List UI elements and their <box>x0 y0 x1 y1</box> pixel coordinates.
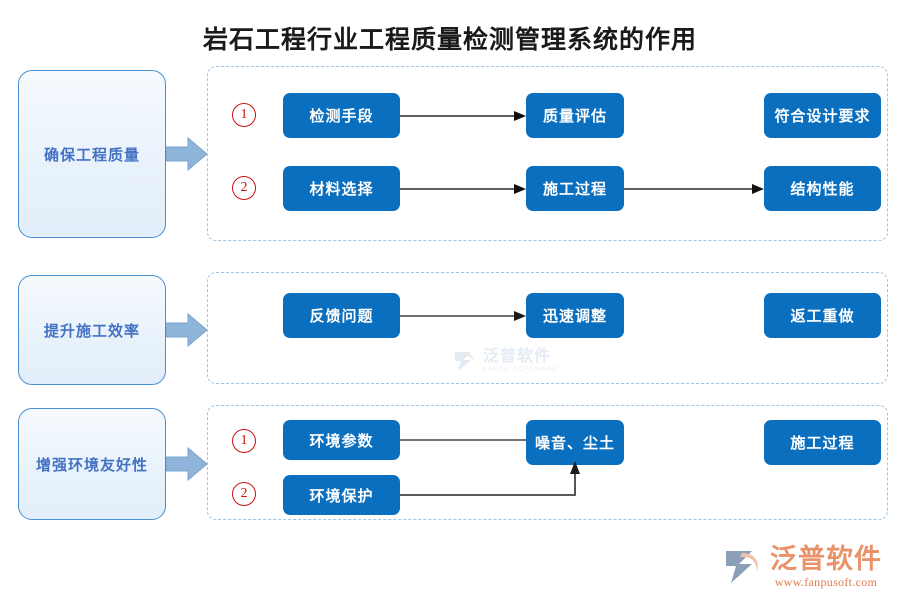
flow-arrow-icon <box>166 313 208 347</box>
flow-arrow-icon <box>166 447 208 481</box>
row-index-circle-2: 2 <box>232 482 256 506</box>
connector-line-parameters-to-noise <box>400 439 527 441</box>
node-construction-process-2[interactable]: 施工过程 <box>764 420 881 465</box>
row-index-circle-2: 2 <box>232 176 256 200</box>
row-index-circle-1: 1 <box>232 103 256 127</box>
center-watermark: 泛普软件 FANPU SOFTWARE <box>452 348 558 374</box>
node-label: 反馈问题 <box>309 308 374 325</box>
section-label-text: 确保工程质量 <box>43 146 140 164</box>
watermark-en: FANPU SOFTWARE <box>483 367 559 373</box>
node-label: 迅速调整 <box>542 308 607 325</box>
section-label-panel-improve-efficiency[interactable]: 提升施工效率 <box>18 275 166 385</box>
brand-logo: 泛普软件 www.fanpusoft.com <box>722 546 882 588</box>
node-detection-method[interactable]: 检测手段 <box>283 93 400 138</box>
node-quality-assessment[interactable]: 质量评估 <box>526 93 624 138</box>
logo-words: 泛普软件 www.fanpusoft.com <box>770 544 882 589</box>
node-environment-protection[interactable]: 环境保护 <box>283 475 400 515</box>
logo-url: www.fanpusoft.com <box>774 575 878 589</box>
node-construction-process-1[interactable]: 施工过程 <box>526 166 624 211</box>
node-environment-parameters[interactable]: 环境参数 <box>283 420 400 460</box>
node-label: 施工过程 <box>542 181 607 198</box>
node-label: 环境保护 <box>309 487 374 505</box>
logo-cn: 泛普软件 <box>770 544 882 574</box>
fanpu-logo-icon <box>726 551 758 583</box>
connector-arrow-material-to-construction <box>400 184 526 194</box>
section-content-area-environment-friendly <box>207 405 888 520</box>
node-noise-dust[interactable]: 噪音、尘土 <box>526 420 624 465</box>
fanpu-logo-icon <box>455 352 474 371</box>
section-label-text: 增强环境友好性 <box>35 456 148 474</box>
node-label: 符合设计要求 <box>774 108 871 125</box>
flow-arrow-icon <box>166 137 208 171</box>
node-label: 质量评估 <box>542 108 607 125</box>
node-label: 返工重做 <box>790 308 855 325</box>
node-rework[interactable]: 返工重做 <box>764 293 881 338</box>
connector-arrow-construction-to-structure <box>624 184 764 194</box>
watermark-words: 泛普软件 FANPU SOFTWARE <box>483 348 559 374</box>
node-label: 施工过程 <box>790 435 855 452</box>
section-content-area-improve-efficiency <box>207 272 888 384</box>
section-label-panel-ensure-quality[interactable]: 确保工程质量 <box>18 70 166 238</box>
connector-arrow-feedback-to-adjust <box>400 311 526 321</box>
connector-arrow-detection-to-assessment <box>400 111 526 121</box>
node-label: 检测手段 <box>309 108 374 125</box>
section-label-text: 提升施工效率 <box>43 322 140 340</box>
node-label: 结构性能 <box>790 181 855 198</box>
section-label-panel-environment-friendly[interactable]: 增强环境友好性 <box>18 408 166 520</box>
node-structural-performance[interactable]: 结构性能 <box>764 166 881 211</box>
watermark-cn: 泛普软件 <box>483 348 552 365</box>
page-title: 岩石工程行业工程质量检测管理系统的作用 <box>202 27 697 54</box>
row-index-circle-1: 1 <box>232 429 256 453</box>
connector-arrow-protection-to-noise <box>400 461 580 496</box>
node-label: 材料选择 <box>309 181 374 198</box>
node-meets-design-requirements[interactable]: 符合设计要求 <box>764 93 881 138</box>
node-feedback-issue[interactable]: 反馈问题 <box>283 293 400 338</box>
node-material-selection[interactable]: 材料选择 <box>283 166 400 211</box>
node-label: 环境参数 <box>309 432 374 450</box>
section-content-area-ensure-quality <box>207 66 888 241</box>
node-rapid-adjustment[interactable]: 迅速调整 <box>526 293 624 338</box>
node-label: 噪音、尘土 <box>534 435 615 452</box>
